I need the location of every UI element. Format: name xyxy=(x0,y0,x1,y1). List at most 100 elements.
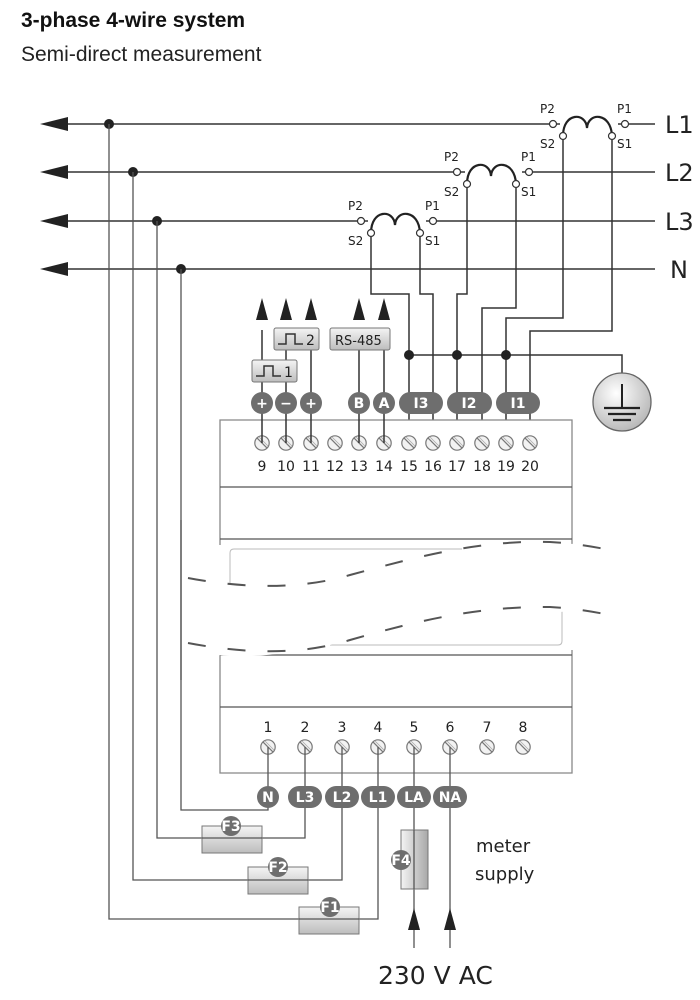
arrow-up-icon xyxy=(408,908,420,930)
fuse-F4: F4 xyxy=(391,829,429,890)
ct-label-p1: P1 xyxy=(521,150,536,164)
arrow-left-icon xyxy=(40,214,68,228)
tag-minus: − xyxy=(280,396,292,412)
ct-label-p1: P1 xyxy=(617,102,632,116)
current-transformer-L2: P2 P1 S2 S1 xyxy=(444,150,536,199)
tag-B: B xyxy=(354,396,365,412)
svg-text:F1: F1 xyxy=(320,900,339,916)
terminal-number: 8 xyxy=(519,720,528,736)
terminal-screw xyxy=(401,435,417,451)
junction-dot xyxy=(452,350,462,360)
terminal-number: 13 xyxy=(350,459,368,475)
terminal-number: 6 xyxy=(446,720,455,736)
fuse-F2: F2 xyxy=(247,857,309,895)
svg-text:F2: F2 xyxy=(268,860,287,876)
pulse-output-2: 2 xyxy=(273,327,320,351)
arrow-up-icon xyxy=(280,298,292,320)
terminal-number: 1 xyxy=(264,720,273,736)
terminal-number: 9 xyxy=(258,459,267,475)
terminal-number: 7 xyxy=(483,720,492,736)
current-transformer-L3: P2 P1 S2 S1 xyxy=(348,199,440,248)
meter-supply-label-2: supply xyxy=(475,864,535,885)
svg-text:1: 1 xyxy=(284,365,293,381)
tag-L2: L2 xyxy=(333,790,352,806)
ct-secondary-wiring xyxy=(370,140,623,443)
terminal-number: 20 xyxy=(521,459,539,475)
terminal-number: 2 xyxy=(301,720,310,736)
terminal-screw xyxy=(449,435,465,451)
tag-L1: L1 xyxy=(369,790,388,806)
terminal-screw xyxy=(327,435,343,451)
pulse-icon xyxy=(256,365,281,377)
top-terminal-tags: + − + B A I3 I2 I1 xyxy=(251,392,540,414)
ct-label-s1: S1 xyxy=(617,137,632,151)
supply-voltage-label: 230 V AC xyxy=(378,961,493,990)
terminal-number: 14 xyxy=(375,459,393,475)
terminal-number: 10 xyxy=(277,459,295,475)
fuse-F3: F3 xyxy=(201,816,263,854)
terminal-screw xyxy=(479,739,495,755)
tag-I2: I2 xyxy=(462,396,477,412)
ct-label-s1: S1 xyxy=(521,185,536,199)
ground-icon xyxy=(592,372,652,432)
line-label-L2: L2 xyxy=(665,159,694,187)
pulse-output-1: 1 xyxy=(251,359,298,383)
ct-coil-icon xyxy=(465,163,518,185)
terminal-number: 4 xyxy=(374,720,383,736)
arrow-up-icon xyxy=(378,298,390,320)
tag-N: N xyxy=(262,790,274,806)
meter-body xyxy=(180,419,611,774)
rs485-module: RS-485 xyxy=(329,327,391,351)
arrow-up-icon xyxy=(256,298,268,320)
terminal-number: 5 xyxy=(410,720,419,736)
terminal-screw xyxy=(498,435,514,451)
bottom-terminal-tags: N L3 L2 L1 LA NA xyxy=(257,786,467,808)
line-label-L1: L1 xyxy=(665,111,694,139)
ct-label-s2: S2 xyxy=(348,234,363,248)
line-label-L3: L3 xyxy=(665,208,694,236)
tag-LA: LA xyxy=(404,790,424,806)
terminal-number: 16 xyxy=(424,459,442,475)
terminal-number: 17 xyxy=(448,459,466,475)
diagram-title: 3-phase 4-wire system xyxy=(21,9,246,32)
svg-text:2: 2 xyxy=(306,333,315,349)
ct-label-s2: S2 xyxy=(540,137,555,151)
terminal-screw xyxy=(474,435,490,451)
arrow-left-icon xyxy=(40,262,68,276)
tag-plus: + xyxy=(305,396,317,412)
pulse-icon xyxy=(278,333,303,345)
arrow-up-icon xyxy=(444,908,456,930)
bottom-terminal-block: 1 2 3 4 5 6 7 8 xyxy=(260,720,531,755)
svg-text:RS-485: RS-485 xyxy=(335,334,382,349)
terminal-number: 11 xyxy=(302,459,320,475)
top-terminal-block: 9 10 11 12 13 14 15 16 17 18 19 20 xyxy=(254,435,539,475)
fuse-F1: F1 xyxy=(298,897,360,935)
tag-I1: I1 xyxy=(511,396,526,412)
junction-dot xyxy=(404,350,414,360)
ct-label-p2: P2 xyxy=(444,150,459,164)
ct-label-s2: S2 xyxy=(444,185,459,199)
terminal-number: 12 xyxy=(326,459,344,475)
meter-supply-label-1: meter xyxy=(476,836,531,857)
terminal-number: 19 xyxy=(497,459,515,475)
terminal-number: 3 xyxy=(338,720,347,736)
terminal-screw xyxy=(425,435,441,451)
junction-dot xyxy=(501,350,511,360)
arrow-left-icon xyxy=(40,165,68,179)
tag-A: A xyxy=(379,396,390,412)
arrow-left-icon xyxy=(40,117,68,131)
terminal-number: 15 xyxy=(400,459,418,475)
terminal-screw xyxy=(515,739,531,755)
terminal-screw xyxy=(522,435,538,451)
ct-label-p1: P1 xyxy=(425,199,440,213)
tag-I3: I3 xyxy=(414,396,429,412)
diagram-subtitle: Semi-direct measurement xyxy=(21,43,262,66)
svg-text:F3: F3 xyxy=(221,819,240,835)
current-transformer-L1: P2 P1 S2 S1 xyxy=(540,102,632,151)
terminal-number: 18 xyxy=(473,459,491,475)
tag-NA: NA xyxy=(439,790,462,806)
ct-label-p2: P2 xyxy=(348,199,363,213)
ct-coil-icon xyxy=(369,212,422,234)
tag-L3: L3 xyxy=(296,790,315,806)
